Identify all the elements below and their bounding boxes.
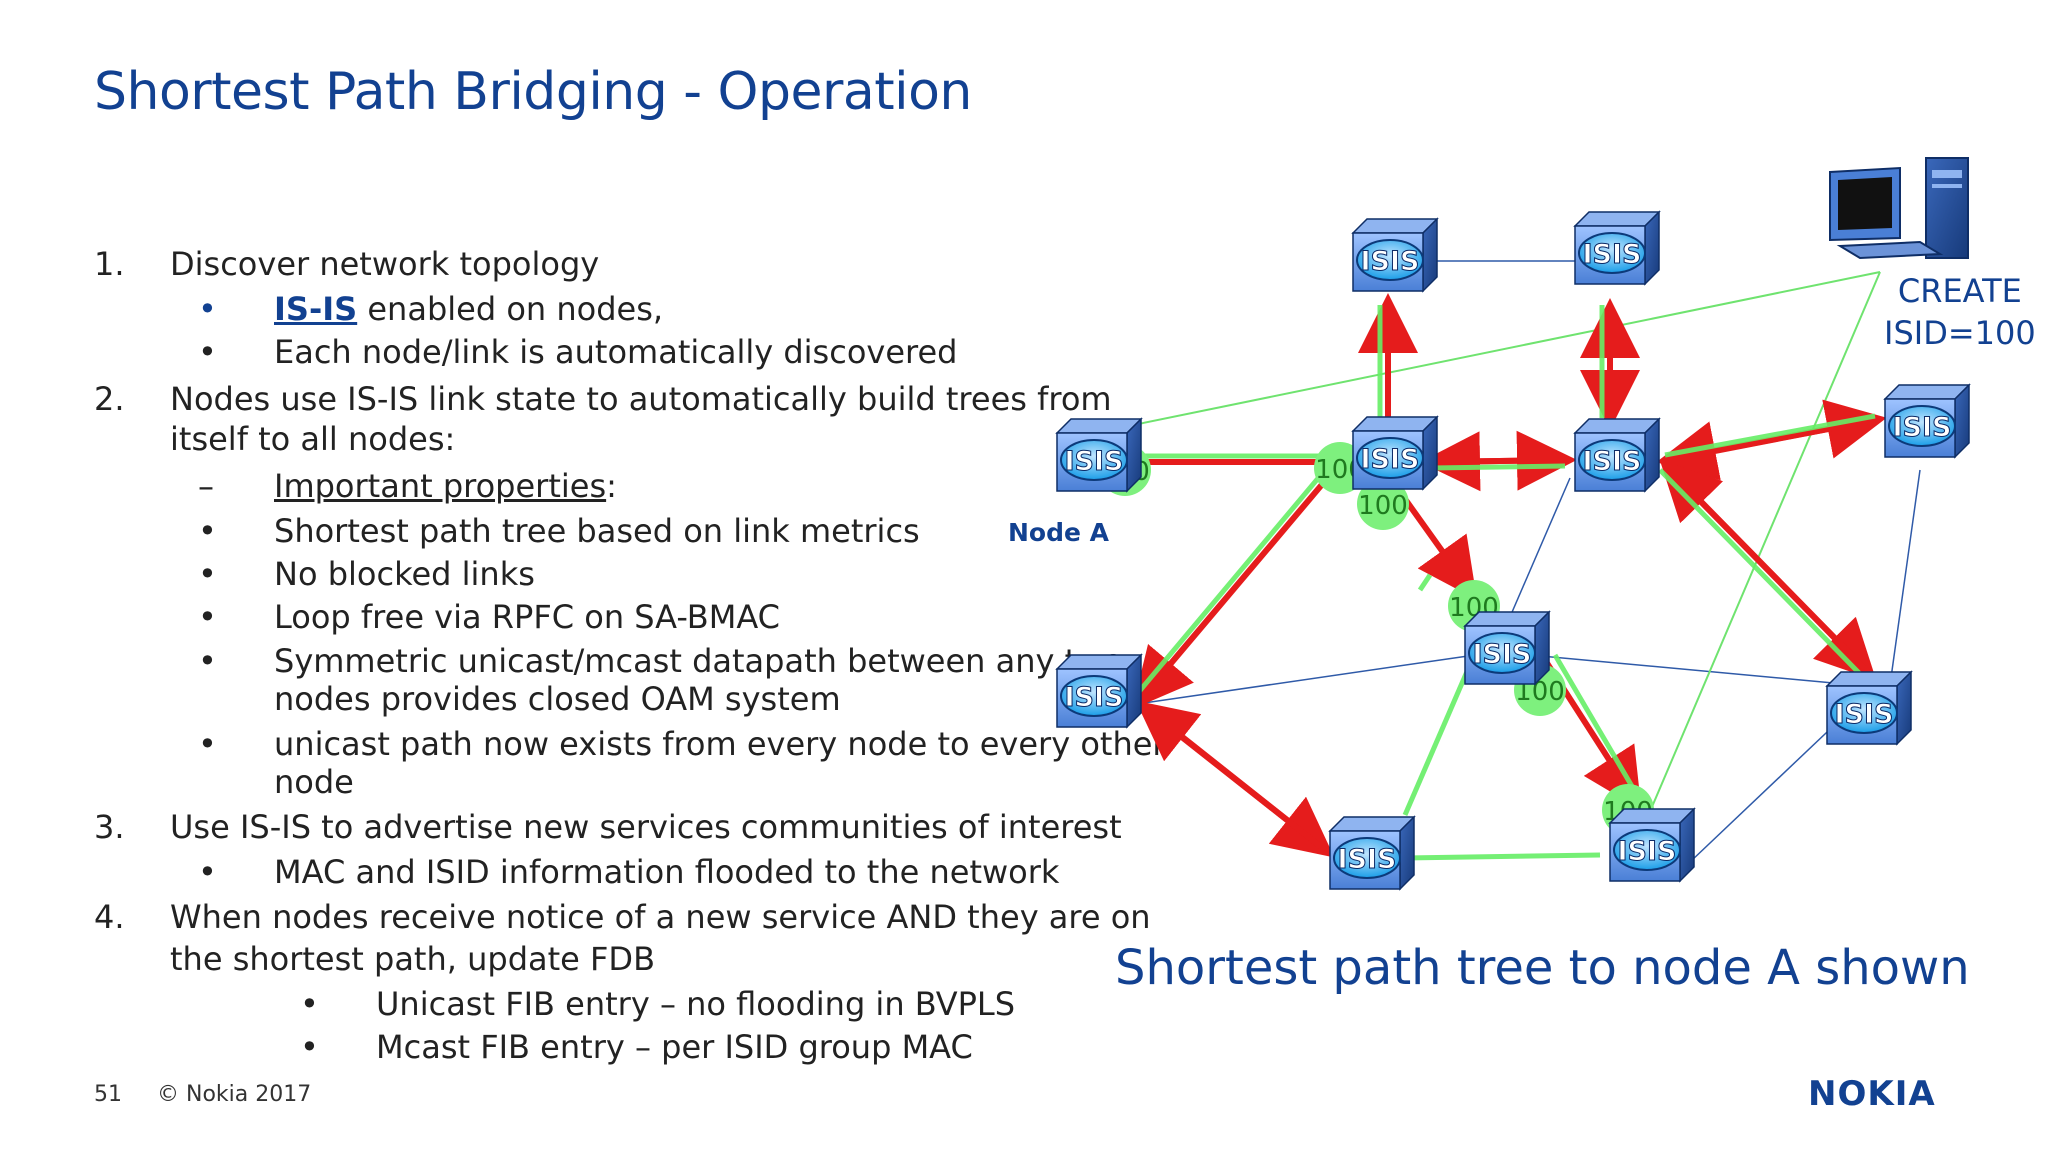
list-text-body: the shortest path, update FDB	[170, 940, 656, 978]
list-text: Use IS-IS to advertise new services comm…	[170, 808, 1122, 846]
isis-node: ISIS	[1351, 217, 1439, 293]
isis-node: ISIS	[1573, 210, 1661, 286]
list-marker: 1.	[94, 245, 125, 283]
list-text: Discover network topology	[170, 245, 599, 283]
isis-node: ISIS	[1883, 383, 1971, 459]
list-text: itself to all nodes:	[170, 420, 455, 458]
isis-node-label: ISIS	[1065, 446, 1124, 477]
isis-nodes: ISIS ISIS ISIS ISIS ISIS ISIS ISIS ISIS ISIS ISIS…	[1055, 210, 1971, 891]
list-marker: •	[300, 985, 319, 1023]
metric-label: 100	[1358, 491, 1408, 521]
list-text-body: enabled on nodes,	[357, 290, 664, 328]
list-marker: •	[198, 598, 217, 636]
diagram-caption: Shortest path tree to node A shown	[1115, 940, 1970, 996]
list-text-body: Use IS-IS to advertise new services comm…	[170, 808, 1122, 846]
list-text: No blocked links	[274, 555, 535, 593]
computer-icon	[1829, 157, 1969, 260]
list-text: Nodes use IS-IS link state to automatica…	[170, 380, 1112, 418]
list-marker: •	[198, 853, 217, 891]
list-marker: 2.	[94, 380, 125, 418]
create-isid-label: CREATE ISID=100	[1884, 270, 2036, 354]
red-path-links	[1115, 293, 1887, 858]
green-tree-links	[1120, 305, 1876, 861]
list-text: Unicast FIB entry – no flooding in BVPLS	[376, 985, 1015, 1023]
list-text: Each node/link is automatically discover…	[274, 333, 957, 371]
isis-node: ISIS	[1608, 807, 1696, 883]
list-text: nodes provides closed OAM system	[274, 680, 841, 718]
list-text: IS-IS enabled on nodes,	[274, 290, 663, 328]
isis-node-label: ISIS	[1893, 412, 1952, 443]
list-marker: •	[300, 1028, 319, 1066]
isis-node: ISIS	[1825, 670, 1913, 746]
isis-node: ISIS	[1055, 417, 1143, 493]
list-text-body: node	[274, 763, 354, 801]
list-marker: 4.	[94, 898, 125, 936]
isis-node-label: ISIS	[1361, 246, 1420, 277]
list-marker: •	[198, 725, 217, 763]
isis-node-label: ISIS	[1338, 844, 1397, 875]
isis-node: ISIS	[1055, 653, 1143, 729]
list-marker: 3.	[94, 808, 125, 846]
slide-title: Shortest Path Bridging - Operation	[94, 62, 972, 122]
list-text-body: Unicast FIB entry – no flooding in BVPLS	[376, 985, 1016, 1023]
list-text-body: Each node/link is automatically discover…	[274, 333, 958, 371]
isis-node-label: ISIS	[1583, 446, 1642, 477]
list-text: Mcast FIB entry – per ISID group MAC	[376, 1028, 973, 1066]
list-text-body: nodes provides closed OAM system	[274, 680, 841, 718]
footer: 51 © Nokia 2017	[94, 1082, 339, 1107]
isis-link[interactable]: IS-IS	[274, 290, 358, 328]
list-text-body: Discover network topology	[170, 245, 600, 283]
create-signal-lines	[1069, 271, 1881, 836]
list-marker: •	[198, 512, 217, 550]
node-a-label: Node A	[1008, 518, 1110, 547]
list-text: Important properties:	[274, 467, 617, 505]
list-text-body: When nodes receive notice of a new servi…	[170, 898, 1151, 936]
list-text-body: :	[606, 467, 617, 505]
create-label-line-2: ISID=100	[1884, 314, 2036, 352]
list-text-body: unicast path now exists from every node …	[274, 725, 1166, 763]
list-marker: •	[198, 555, 217, 593]
important-properties-label: Important properties	[274, 467, 607, 505]
list-text: the shortest path, update FDB	[170, 940, 655, 978]
list-text-body: Mcast FIB entry – per ISID group MAC	[376, 1028, 973, 1066]
list-text: Loop free via RPFC on SA-BMAC	[274, 598, 780, 636]
isis-node-label: ISIS	[1065, 682, 1124, 713]
list-text-body: MAC and ISID information flooded to the …	[274, 853, 1060, 891]
isis-node-label: ISIS	[1361, 444, 1420, 475]
list-text: When nodes receive notice of a new servi…	[170, 898, 1151, 936]
isis-node: ISIS	[1463, 610, 1551, 686]
list-text: node	[274, 763, 354, 801]
list-marker: –	[198, 467, 214, 505]
list-marker: •	[198, 290, 217, 328]
copyright: © Nokia 2017	[157, 1082, 312, 1107]
list-text: MAC and ISID information flooded to the …	[274, 853, 1059, 891]
list-text-body: itself to all nodes:	[170, 420, 456, 458]
page-number: 51	[94, 1082, 122, 1107]
isis-node-label: ISIS	[1835, 699, 1894, 730]
isis-node-label: ISIS	[1473, 639, 1532, 670]
list-text-body: Shortest path tree based on link metrics	[274, 512, 920, 550]
list-marker: •	[198, 333, 217, 371]
isis-node: ISIS	[1351, 415, 1439, 491]
list-text: unicast path now exists from every node …	[274, 725, 1166, 763]
metric-circle: 100	[1357, 478, 1409, 530]
create-label-line-1: CREATE	[1897, 272, 2022, 310]
list-text-body: Symmetric unicast/mcast datapath between…	[274, 642, 1123, 680]
list-text: Shortest path tree based on link metrics	[274, 512, 920, 550]
list-text: Symmetric unicast/mcast datapath between…	[274, 642, 1123, 680]
list-text-body: Nodes use IS-IS link state to automatica…	[170, 380, 1112, 418]
list-marker: •	[198, 642, 217, 680]
list-text-body: No blocked links	[274, 555, 535, 593]
isis-node-label: ISIS	[1618, 836, 1677, 867]
isis-node: ISIS	[1573, 417, 1661, 493]
list-text-body: Loop free via RPFC on SA-BMAC	[274, 598, 780, 636]
isis-node-label: ISIS	[1583, 239, 1642, 270]
nokia-logo: NOKIA	[1808, 1074, 1936, 1114]
isis-node: ISIS	[1328, 815, 1416, 891]
